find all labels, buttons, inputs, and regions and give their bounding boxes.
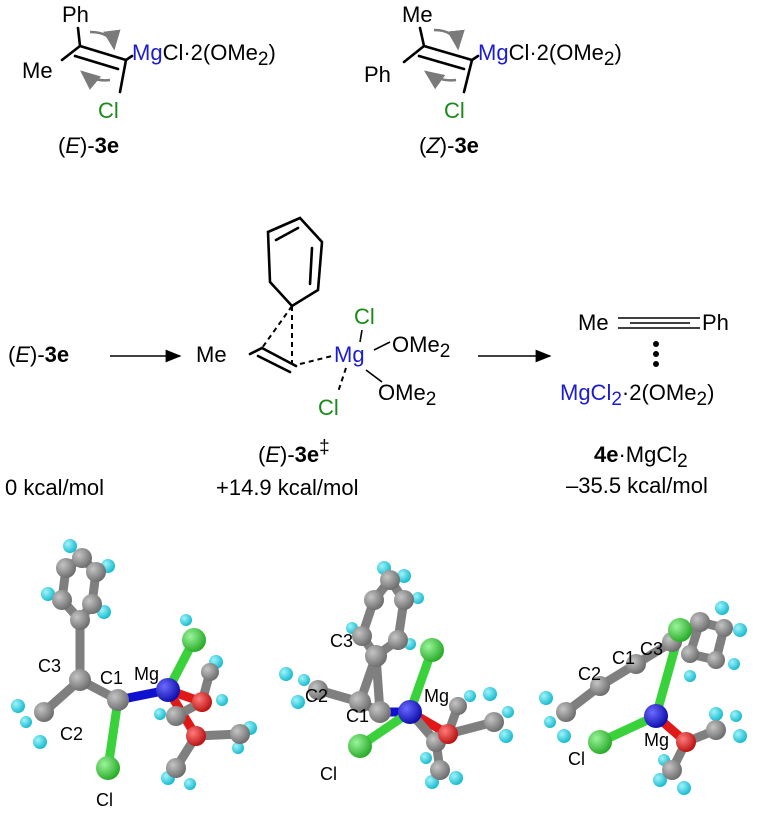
- product-me: Me: [578, 310, 609, 335]
- halogen-cl: Cl: [98, 98, 119, 123]
- product: Me Ph MgCl2·2(OMe2) 4e·MgCl2 –35.5 kcal/…: [560, 310, 729, 498]
- bond: [359, 329, 363, 343]
- model-atoms: [539, 601, 747, 795]
- ring-inner-bond: [308, 246, 314, 286]
- transition-state: Me Mg Cl Cl OMe2 OMe2 (E)-3e‡ +14.9 kcal…: [196, 216, 450, 500]
- coordination-bond: [299, 355, 333, 365]
- atom-label-cl: Cl: [320, 764, 337, 784]
- ts-ome2: OMe2: [378, 380, 436, 410]
- product-ph: Ph: [702, 310, 729, 335]
- model-E-3e-ts: C3 C2 C1 Mg Cl: [279, 561, 514, 789]
- ts-cl-bottom: Cl: [318, 395, 339, 420]
- product-mgcl2: MgCl2·2(OMe2): [560, 380, 714, 410]
- ts-label: (E)-3e‡: [258, 437, 330, 467]
- atom-label-mg: Mg: [424, 686, 449, 706]
- phenyl-ring: [266, 216, 324, 308]
- double-bond: [78, 44, 128, 62]
- bond: [256, 354, 292, 374]
- formula-mgcl: MgCl·2(OMe2): [478, 40, 622, 70]
- forming-bond: [261, 305, 293, 349]
- atom-label-c2: C2: [578, 664, 601, 684]
- atom-label-c2: C2: [305, 686, 328, 706]
- ts-cl-top: Cl: [354, 304, 375, 329]
- atom-label-mg: Mg: [644, 730, 669, 750]
- interaction-dot: [653, 351, 659, 357]
- double-bond: [422, 44, 474, 62]
- model-E-3e: C3 C2 C1 Mg Cl: [11, 539, 257, 810]
- formula-mgcl: MgCl·2(OMe2): [132, 40, 276, 70]
- atom-label-mg: Mg: [134, 664, 159, 684]
- substituent-me: Me: [22, 58, 53, 83]
- compound-label: (Z)-3e: [419, 133, 479, 158]
- structure-Z-3e: Me Ph MgCl·2(OMe2) Cl (Z)-3e: [364, 2, 622, 158]
- coordination-bond: [337, 367, 347, 393]
- double-bond: [417, 54, 466, 71]
- bond: [76, 26, 82, 48]
- rotation-arrow-icon: [80, 70, 111, 90]
- atom-label-c2: C2: [60, 724, 83, 744]
- ts-energy: +14.9 kcal/mol: [216, 475, 358, 500]
- ts-me: Me: [196, 342, 227, 367]
- atom-label-cl: Cl: [568, 749, 585, 769]
- atom-label-c1: C1: [612, 648, 635, 668]
- bond: [402, 44, 426, 64]
- bond: [365, 369, 383, 383]
- atom-label-c1: C1: [346, 706, 369, 726]
- structure-E-3e: Ph Me MgCl·2(OMe2) Cl (E)-3e: [22, 2, 276, 158]
- atom-label-cl: Cl: [96, 790, 113, 810]
- bond: [118, 58, 128, 94]
- atom-label-c3: C3: [330, 631, 353, 651]
- bond: [373, 341, 391, 351]
- bond: [248, 346, 264, 356]
- halogen-cl: Cl: [444, 98, 465, 123]
- model-4e-MgCl2: C2 C1 C3 Mg Cl: [539, 601, 747, 795]
- start-energy: 0 kcal/mol: [5, 475, 104, 500]
- ts-ome1: OMe2: [392, 332, 450, 362]
- substituent-me: Me: [402, 2, 433, 27]
- double-bond: [73, 54, 120, 71]
- bond: [418, 26, 426, 48]
- atom-label-c3: C3: [38, 656, 61, 676]
- model-atoms: [279, 561, 514, 789]
- rotation-arrow-icon: [89, 29, 121, 51]
- reaction-start: (E)-3e 0 kcal/mol: [5, 342, 104, 500]
- product-energy: –35.5 kcal/mol: [566, 473, 708, 498]
- substituent-ph: Ph: [62, 2, 89, 27]
- start-label: (E)-3e: [8, 342, 69, 367]
- product-label: 4e·MgCl2: [594, 442, 688, 472]
- rotation-arrow-icon: [423, 70, 457, 90]
- substituent-ph: Ph: [364, 62, 391, 87]
- atom-label-c3: C3: [640, 639, 663, 659]
- ts-mg: Mg: [334, 342, 365, 367]
- atom-label-c1: C1: [100, 668, 123, 688]
- ring-inner-bond: [274, 226, 300, 242]
- bond: [462, 58, 474, 94]
- interaction-dot: [653, 341, 659, 347]
- model-atoms: [11, 539, 257, 790]
- bond: [260, 346, 298, 368]
- compound-label: (E)-3e: [58, 133, 119, 158]
- rotation-arrow-icon: [433, 28, 465, 51]
- bond: [60, 44, 82, 62]
- interaction-dot: [653, 361, 659, 367]
